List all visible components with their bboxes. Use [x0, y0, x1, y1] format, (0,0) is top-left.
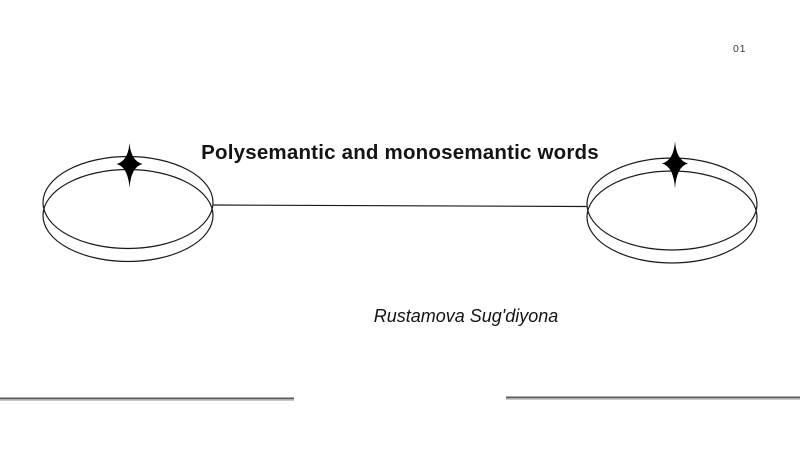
connector-line [213, 204, 587, 208]
bottom-divider-left [0, 397, 294, 401]
sparkle-icon-left [116, 143, 143, 188]
slide-title: Polysemantic and monosemantic words [201, 141, 599, 164]
sparkle-icon-right [662, 141, 688, 189]
right-double-ellipse [586, 157, 758, 264]
page-number: 01 [733, 43, 747, 55]
slide-subtitle-author: Rustamova Sug'diyona [373, 306, 559, 326]
bottom-divider-right [506, 396, 800, 400]
